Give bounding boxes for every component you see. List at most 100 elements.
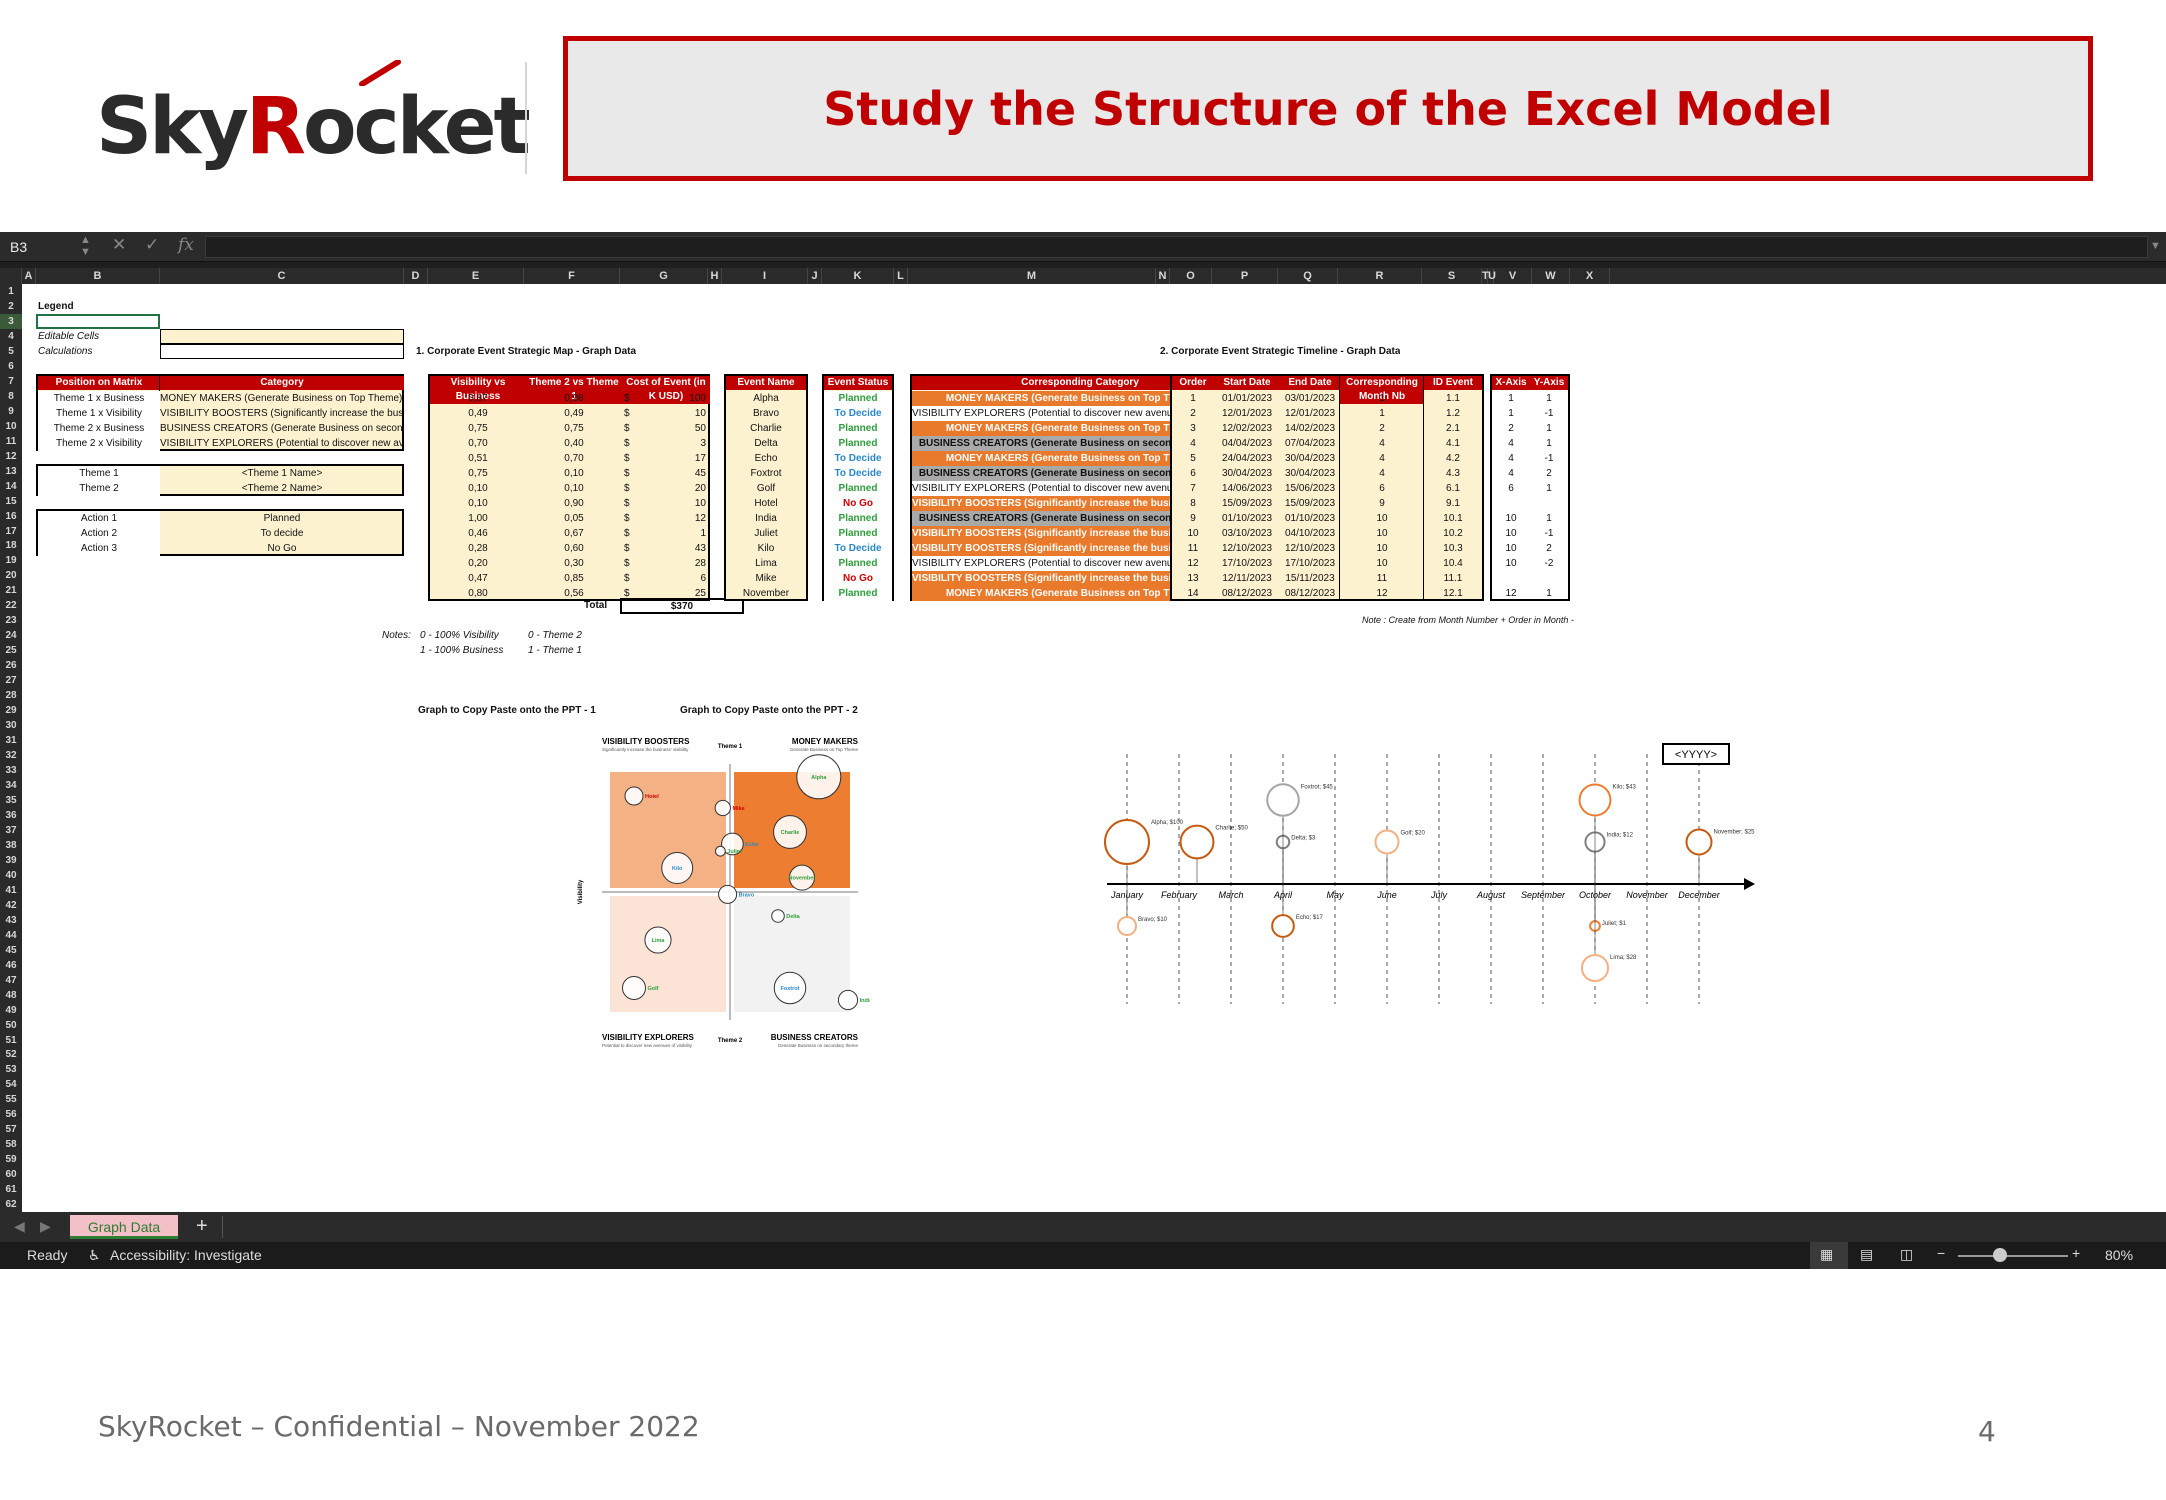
bubble-echo[interactable] — [721, 832, 744, 856]
accessibility-status[interactable]: Accessibility: Investigate — [110, 1247, 262, 1263]
row-header[interactable]: 36 — [5, 809, 17, 821]
column-header-u[interactable]: U — [1488, 268, 1496, 284]
row-header[interactable]: 29 — [5, 705, 17, 717]
row-header[interactable]: 8 — [8, 390, 14, 402]
name-box[interactable]: B3 — [0, 236, 100, 258]
row-header[interactable]: 7 — [8, 375, 14, 387]
event-bubble-golf[interactable] — [1374, 829, 1400, 855]
row-header[interactable]: 57 — [5, 1124, 17, 1136]
row-header[interactable]: 16 — [5, 510, 17, 522]
page-break-icon[interactable]: ◫ — [1900, 1246, 1914, 1262]
row-header[interactable]: 5 — [8, 345, 14, 357]
row-header[interactable]: 33 — [5, 765, 17, 777]
fx-icon[interactable]: fx — [178, 235, 194, 255]
row-header[interactable]: 3 — [0, 313, 22, 329]
event-bubble-charlie[interactable] — [1179, 824, 1215, 860]
row-header[interactable]: 53 — [5, 1064, 17, 1076]
page-layout-icon[interactable]: ▤ — [1860, 1246, 1874, 1262]
column-header-c[interactable]: C — [160, 268, 404, 284]
row-header[interactable]: 55 — [5, 1094, 17, 1106]
row-header[interactable]: 51 — [5, 1034, 17, 1046]
name-box-stepper-icon[interactable]: ▲ — [80, 234, 91, 246]
bubble-november[interactable] — [789, 864, 815, 891]
row-header[interactable]: 42 — [5, 899, 17, 911]
row-header[interactable]: 59 — [5, 1154, 17, 1166]
row-header[interactable]: 39 — [5, 854, 17, 866]
cancel-icon[interactable]: ✕ — [112, 235, 127, 254]
column-header-n[interactable]: N — [1156, 268, 1170, 284]
row-header[interactable]: 20 — [5, 570, 17, 582]
row-header[interactable]: 46 — [5, 959, 17, 971]
event-bubble-alpha[interactable] — [1104, 819, 1150, 865]
column-header-a[interactable]: A — [22, 268, 36, 284]
row-header[interactable]: 11 — [5, 435, 17, 447]
row-header[interactable]: 62 — [5, 1199, 17, 1211]
event-bubble-foxtrot[interactable] — [1266, 783, 1300, 817]
column-header-t[interactable]: T — [1482, 268, 1489, 284]
bubble-mike[interactable] — [714, 799, 731, 817]
zoom-level[interactable]: 80% — [2105, 1247, 2134, 1263]
row-header[interactable]: 6 — [8, 360, 14, 372]
row-header[interactable]: 2 — [8, 300, 14, 312]
row-header[interactable]: 14 — [5, 480, 17, 492]
column-header-d[interactable]: D — [404, 268, 428, 284]
column-header-s[interactable]: S — [1422, 268, 1482, 284]
row-header[interactable]: 56 — [5, 1109, 17, 1121]
row-header[interactable]: 10 — [5, 420, 17, 432]
bubble-golf[interactable] — [622, 976, 646, 1000]
bubble-hotel[interactable] — [624, 786, 644, 806]
column-header-l[interactable]: L — [894, 268, 908, 284]
row-header[interactable]: 45 — [5, 944, 17, 956]
row-header[interactable]: 38 — [5, 839, 17, 851]
row-header[interactable]: 23 — [5, 615, 17, 627]
accessibility-icon[interactable]: ♿ — [88, 1247, 101, 1263]
row-header[interactable]: 60 — [5, 1169, 17, 1181]
event-bubble-kilo[interactable] — [1578, 783, 1612, 817]
column-header-b[interactable]: B — [36, 268, 160, 284]
row-header[interactable]: 47 — [5, 974, 17, 986]
column-header-w[interactable]: W — [1532, 268, 1570, 284]
row-header[interactable]: 18 — [5, 540, 17, 552]
row-header[interactable]: 35 — [5, 794, 17, 806]
row-header[interactable]: 17 — [5, 525, 17, 537]
select-all-corner[interactable] — [0, 268, 22, 284]
column-header-p[interactable]: P — [1212, 268, 1278, 284]
name-box-dropdown-icon[interactable]: ▼ — [80, 246, 91, 258]
row-header[interactable]: 49 — [5, 1004, 17, 1016]
column-header-r[interactable]: R — [1338, 268, 1422, 284]
column-header-o[interactable]: O — [1170, 268, 1212, 284]
row-header[interactable]: 54 — [5, 1079, 17, 1091]
row-header[interactable]: 44 — [5, 929, 17, 941]
column-header-v[interactable]: V — [1494, 268, 1532, 284]
row-header[interactable]: 9 — [8, 405, 14, 417]
column-header-e[interactable]: E — [428, 268, 524, 284]
column-header-q[interactable]: Q — [1278, 268, 1338, 284]
event-bubble-november[interactable] — [1685, 828, 1713, 856]
prev-sheet-icon[interactable]: ◀ — [14, 1218, 25, 1234]
row-header[interactable]: 41 — [5, 884, 17, 896]
column-header-g[interactable]: G — [620, 268, 708, 284]
row-header[interactable]: 31 — [5, 735, 17, 747]
bubble-kilo[interactable] — [661, 852, 694, 884]
row-header[interactable]: 50 — [5, 1019, 17, 1031]
zoom-out-button[interactable]: − — [1937, 1245, 1946, 1261]
row-header[interactable]: 1 — [8, 286, 14, 297]
row-header[interactable]: 43 — [5, 914, 17, 926]
selected-cell-b3[interactable] — [36, 313, 160, 329]
row-header[interactable]: 26 — [5, 660, 17, 672]
column-header-i[interactable]: I — [722, 268, 808, 284]
column-header-k[interactable]: K — [822, 268, 894, 284]
row-header[interactable]: 32 — [5, 750, 17, 762]
formula-input[interactable] — [205, 236, 2148, 258]
bubble-bravo[interactable] — [718, 884, 738, 904]
bubble-alpha[interactable] — [796, 754, 842, 800]
row-header[interactable]: 24 — [5, 630, 17, 642]
zoom-in-button[interactable]: + — [2072, 1245, 2081, 1261]
row-header[interactable]: 58 — [5, 1139, 17, 1151]
row-header[interactable]: 27 — [5, 675, 17, 687]
row-header[interactable]: 28 — [5, 690, 17, 702]
row-header[interactable]: 4 — [8, 330, 14, 342]
row-header[interactable]: 40 — [5, 869, 17, 881]
row-header[interactable]: 37 — [5, 824, 17, 836]
